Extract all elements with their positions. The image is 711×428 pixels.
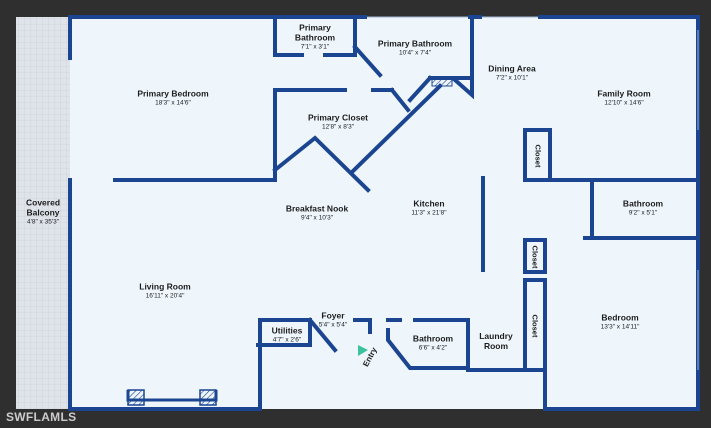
room-dimensions: 6'6" x 4'2" [418, 344, 448, 352]
watermark-logo: SWFLAMLS [6, 410, 77, 424]
room-name: Utilities [271, 325, 303, 336]
room-dimensions: 9'4" x 10'3" [300, 214, 334, 222]
room-name: Family Room [597, 88, 651, 99]
closet-label-family: Closet [533, 144, 543, 168]
room-bedroom: Bedroom 13'3" x 14'11" [600, 312, 640, 331]
room-primary-bathroom: Primary Bathroom 10'4" x 7'4" [377, 38, 453, 57]
room-foyer: Foyer 5'4" x 5'4" [318, 310, 348, 329]
room-dimensions: 7'2" x 10'1" [495, 74, 529, 82]
room-living-room: Living Room 16'11" x 20'4" [139, 281, 191, 300]
hatch-fixture-living-right [199, 389, 217, 406]
room-name: Dining Area [488, 63, 536, 74]
walls [68, 15, 700, 411]
room-dimensions: 9'2" x 5'1" [628, 209, 658, 217]
room-name: Living Room [139, 281, 191, 292]
room-name: Bathroom [622, 198, 664, 209]
room-name: Kitchen [413, 198, 445, 209]
room-name: Primary Bathroom [377, 38, 453, 49]
room-dining-area: Dining Area 7'2" x 10'1" [488, 63, 536, 82]
room-family-room: Family Room 12'10" x 14'6" [597, 88, 651, 107]
room-primary-bedroom: Primary Bedroom 18'3" x 14'6" [137, 88, 209, 107]
room-dimensions: 4'7" x 2'6" [272, 336, 302, 344]
room-dimensions: 5'4" x 5'4" [318, 321, 348, 329]
room-primary-closet: Primary Closet 12'8" x 8'3" [308, 112, 368, 131]
room-dimensions: 10'4" x 7'4" [398, 49, 432, 57]
room-dimensions: 4'8" x 35'3" [26, 218, 60, 226]
room-name: Primary Closet [308, 112, 368, 123]
room-name: Primary Bedroom [137, 88, 209, 99]
room-dimensions: 7'1" x 3'1" [300, 43, 330, 51]
closet-label-small: Closet [530, 245, 540, 269]
closet-label-bedroom: Closet [530, 314, 540, 338]
room-dimensions: 18'3" x 14'6" [155, 99, 191, 107]
room-name: Breakfast Nook [285, 203, 349, 214]
room-breakfast-nook: Breakfast Nook 9'4" x 10'3" [285, 203, 349, 222]
room-name: Bathroom [412, 333, 454, 344]
balcony-floor [16, 17, 70, 409]
hatch-fixture-bath [431, 77, 453, 87]
room-name: Foyer [321, 310, 345, 321]
room-utilities: Utilities 4'7" x 2'6" [271, 325, 303, 344]
room-dimensions: 11'3" x 21'8" [411, 209, 447, 217]
room-bathroom-south: Bathroom 6'6" x 4'2" [412, 333, 454, 352]
hatch-fixture-living-left [127, 389, 145, 406]
interior-floor [70, 17, 698, 409]
windows [367, 16, 699, 370]
room-dimensions: 12'8" x 8'3" [321, 123, 355, 131]
room-bathroom-east: Bathroom 9'2" x 5'1" [622, 198, 664, 217]
room-dimensions: 12'10" x 14'6" [604, 99, 644, 107]
room-dimensions: 16'11" x 20'4" [145, 292, 185, 300]
room-dimensions: 13'3" x 14'11" [600, 323, 640, 331]
room-kitchen: Kitchen 11'3" x 21'8" [411, 198, 447, 217]
room-name: Bedroom [601, 312, 639, 323]
fireplace-wall [126, 390, 218, 402]
entry-arrow-icon [358, 345, 368, 356]
